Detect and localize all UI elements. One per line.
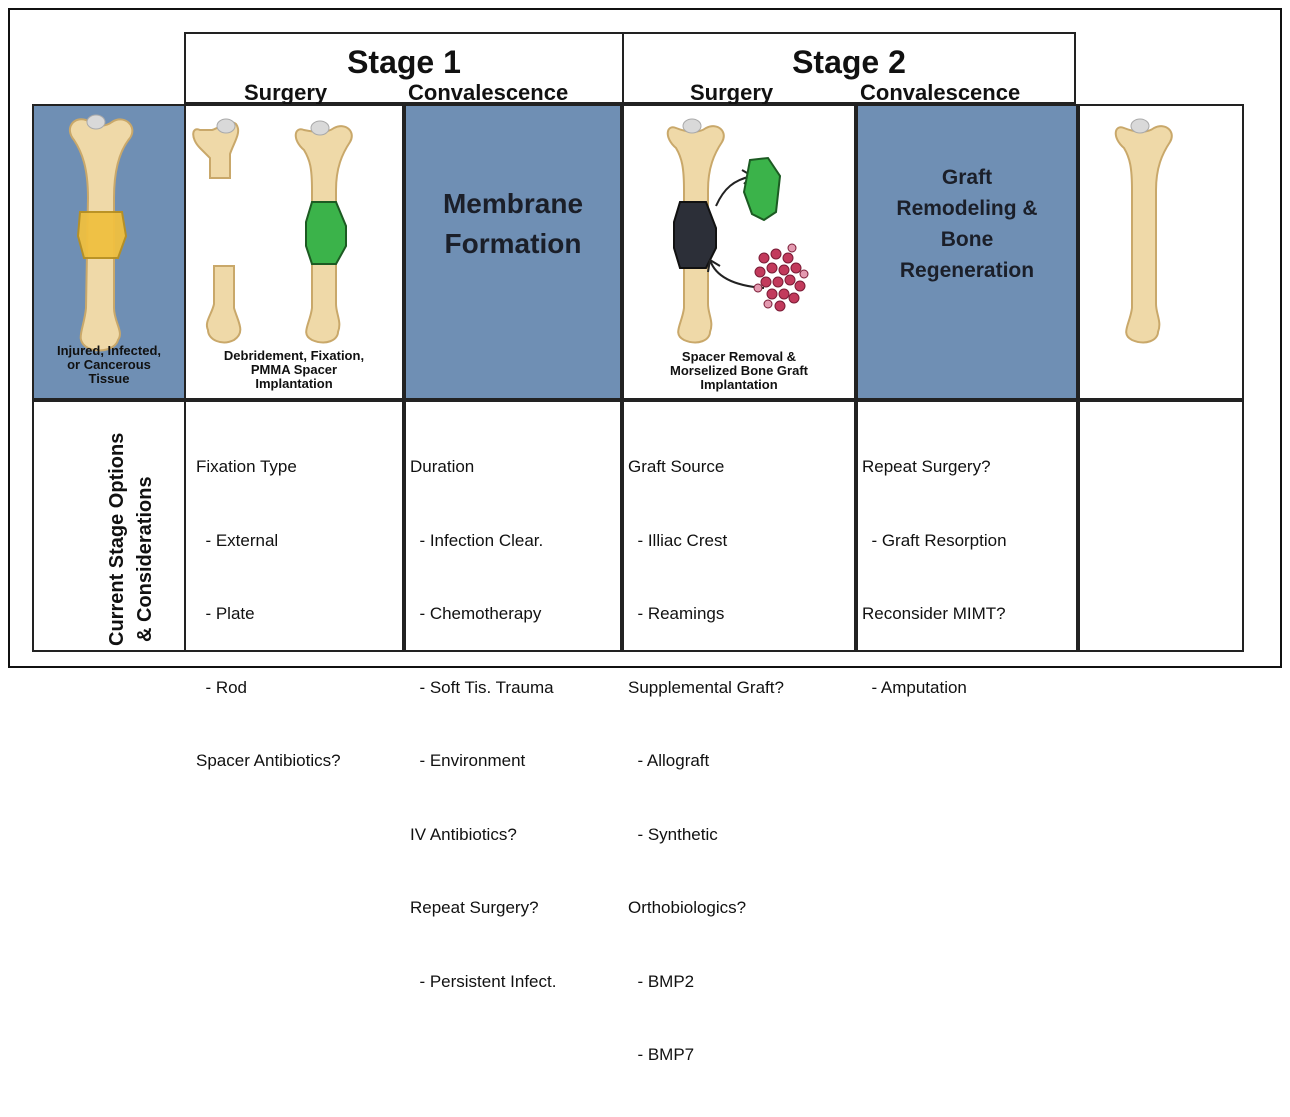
option-item: Reconsider MIMT? bbox=[862, 602, 1007, 627]
stage1-surgery-caption-line: Implantation bbox=[186, 377, 402, 391]
option-item: Repeat Surgery? bbox=[410, 896, 556, 921]
stage2-surgery-caption-line: Spacer Removal & bbox=[624, 350, 854, 364]
panel-stage1-convalescence: Membrane Formation bbox=[404, 104, 622, 400]
option-item: - Reamings bbox=[628, 602, 784, 627]
membrane-formation-title: Membrane Formation bbox=[406, 184, 620, 264]
option-item: - Allograft bbox=[628, 749, 784, 774]
option-item: Fixation Type bbox=[196, 455, 341, 480]
stage1-surgery-caption-line: Debridement, Fixation, bbox=[186, 349, 402, 363]
row-label-cell: Current Stage Options & Considerations bbox=[32, 400, 186, 652]
stage1-title: Stage 1 bbox=[186, 44, 622, 81]
option-item: - Environment bbox=[410, 749, 556, 774]
options-list: Graft Source - Illiac Crest - Reamings S… bbox=[628, 406, 784, 1117]
options-stage1-convalescence: Duration - Infection Clear. - Chemothera… bbox=[404, 400, 622, 652]
stage1-surgery-caption: Debridement, Fixation, PMMA Spacer Impla… bbox=[186, 349, 402, 391]
stage1-surgery-label: Surgery bbox=[244, 80, 327, 106]
graft-title-line: Regeneration bbox=[858, 255, 1076, 286]
panel-stage2-convalescence: Graft Remodeling & Bone Regeneration bbox=[856, 104, 1078, 400]
healed-bone-illustration bbox=[1080, 108, 1242, 358]
initial-caption: Injured, Infected, or Cancerous Tissue bbox=[34, 344, 184, 386]
graft-title-line: Bone bbox=[858, 224, 1076, 255]
option-item: - Chemotherapy bbox=[410, 602, 556, 627]
option-item: - External bbox=[196, 529, 341, 554]
panel-stage2-surgery: Spacer Removal & Morselized Bone Graft I… bbox=[622, 104, 856, 400]
options-list: Repeat Surgery? - Graft Resorption Recon… bbox=[862, 406, 1007, 749]
option-item: IV Antibiotics? bbox=[410, 823, 556, 848]
initial-caption-line: or Cancerous bbox=[34, 358, 184, 372]
option-item: - Rod bbox=[196, 676, 341, 701]
option-item: - BMP2 bbox=[628, 970, 784, 995]
panel-stage1-surgery: Debridement, Fixation, PMMA Spacer Impla… bbox=[184, 104, 404, 400]
stage1-header: Stage 1 Surgery Convalescence bbox=[184, 32, 624, 104]
injured-bone-illustration bbox=[34, 108, 184, 368]
row-label-line-2: & Considerations bbox=[134, 476, 157, 642]
graft-remodeling-title: Graft Remodeling & Bone Regeneration bbox=[858, 162, 1076, 286]
options-list: Fixation Type - External - Plate - Rod S… bbox=[196, 406, 341, 823]
initial-caption-line: Injured, Infected, bbox=[34, 344, 184, 358]
options-stage1-surgery: Fixation Type - External - Plate - Rod S… bbox=[184, 400, 404, 652]
option-item: - Illiac Crest bbox=[628, 529, 784, 554]
stage2-surgery-label: Surgery bbox=[690, 80, 773, 106]
graft-exchange-illustration bbox=[624, 108, 854, 358]
option-item: - BMP7 bbox=[628, 1043, 784, 1068]
option-item: Supplemental Graft? bbox=[628, 676, 784, 701]
stage2-surgery-caption: Spacer Removal & Morselized Bone Graft I… bbox=[624, 350, 854, 392]
option-item: Graft Source bbox=[628, 455, 784, 480]
options-healed-empty bbox=[1078, 400, 1244, 652]
row-label-line-1: Current Stage Options bbox=[106, 433, 129, 646]
debrided-bone-illustration bbox=[186, 108, 402, 348]
option-item: Orthobiologics? bbox=[628, 896, 784, 921]
option-item: - Synthetic bbox=[628, 823, 784, 848]
stage2-surgery-caption-line: Morselized Bone Graft bbox=[624, 364, 854, 378]
option-item: Spacer Antibiotics? bbox=[196, 749, 341, 774]
option-item: Duration bbox=[410, 455, 556, 480]
option-item: Repeat Surgery? bbox=[862, 455, 1007, 480]
graft-title-line: Remodeling & bbox=[858, 193, 1076, 224]
stage2-header: Stage 2 Surgery Convalescence bbox=[622, 32, 1076, 104]
option-item: - Plate bbox=[196, 602, 341, 627]
stage1-surgery-caption-line: PMMA Spacer bbox=[186, 363, 402, 377]
option-item: - Amputation bbox=[862, 676, 1007, 701]
membrane-title-line: Membrane bbox=[406, 184, 620, 224]
panel-healed bbox=[1078, 104, 1244, 400]
stage2-title: Stage 2 bbox=[624, 44, 1074, 81]
graft-title-line: Graft bbox=[858, 162, 1076, 193]
options-list: Duration - Infection Clear. - Chemothera… bbox=[410, 406, 556, 1043]
option-item: - Persistent Infect. bbox=[410, 970, 556, 995]
stage2-convalescence-label: Convalescence bbox=[860, 80, 1020, 106]
panel-initial: Injured, Infected, or Cancerous Tissue bbox=[32, 104, 186, 400]
options-stage2-convalescence: Repeat Surgery? - Graft Resorption Recon… bbox=[856, 400, 1078, 652]
option-item: - Graft Resorption bbox=[862, 529, 1007, 554]
stage2-surgery-caption-line: Implantation bbox=[624, 378, 854, 392]
option-item: - Soft Tis. Trauma bbox=[410, 676, 556, 701]
options-stage2-surgery: Graft Source - Illiac Crest - Reamings S… bbox=[622, 400, 856, 652]
initial-caption-line: Tissue bbox=[34, 372, 184, 386]
stage1-convalescence-label: Convalescence bbox=[408, 80, 568, 106]
option-item: - Infection Clear. bbox=[410, 529, 556, 554]
membrane-title-line: Formation bbox=[406, 224, 620, 264]
